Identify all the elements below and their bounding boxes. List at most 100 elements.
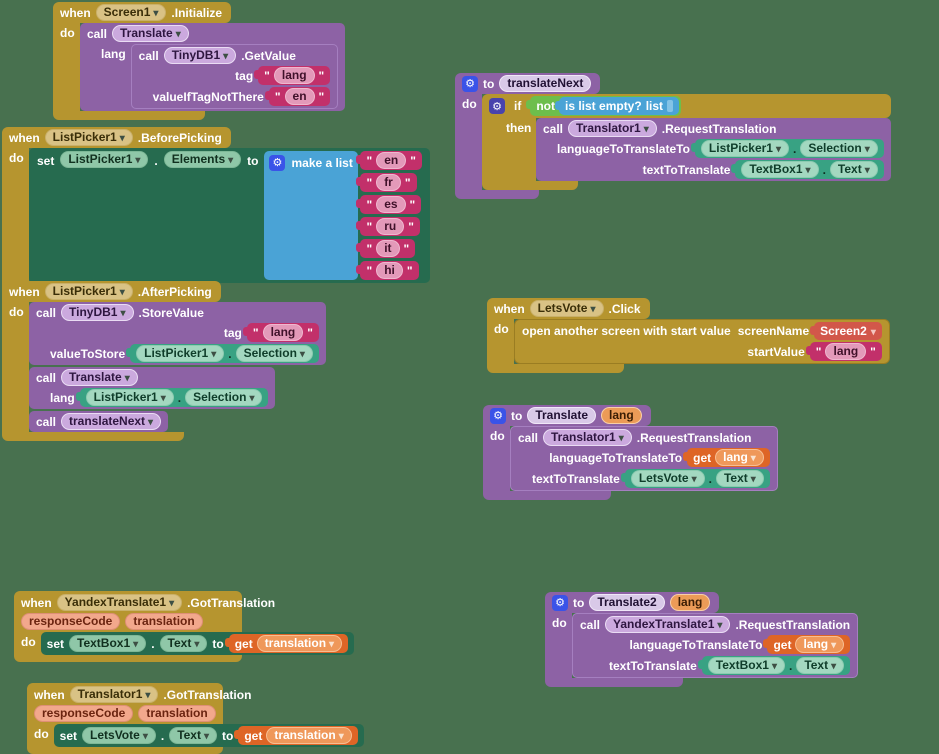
property-dropdown[interactable]: Selection <box>235 345 313 362</box>
get-variable-block[interactable]: get translation <box>224 634 349 653</box>
screen-dropdown-block[interactable]: Screen2 <box>810 322 882 340</box>
set-elements-block[interactable]: set ListPicker1 . Elements to make a lis… <box>29 148 430 283</box>
call-translatenext-block[interactable]: call translateNext <box>29 411 169 432</box>
parameter-chip[interactable]: translation <box>125 613 203 630</box>
property-dropdown[interactable]: Selection <box>185 389 263 406</box>
component-dropdown[interactable]: ListPicker1 <box>700 140 789 157</box>
property-getter-block[interactable]: LetsVote . Text <box>620 469 770 488</box>
variable-dropdown[interactable]: translation <box>266 727 352 744</box>
block-when-yandex-gottranslation[interactable]: when YandexTranslate1 .GotTranslation re… <box>14 591 355 662</box>
string-block[interactable]: en <box>264 87 331 106</box>
string-block[interactable]: en <box>356 151 422 170</box>
is-list-empty-block[interactable]: is list empty? list <box>554 97 680 115</box>
variable-dropdown[interactable]: lang <box>795 636 845 653</box>
component-dropdown[interactable]: TextBox1 <box>69 635 147 652</box>
event-header[interactable]: when Translator1 .GotTranslation <box>27 685 251 704</box>
property-dropdown[interactable]: Elements <box>163 151 242 168</box>
component-dropdown[interactable]: LetsVote <box>82 727 156 744</box>
parameter-chip[interactable]: lang <box>669 594 711 611</box>
component-dropdown[interactable]: Screen1 <box>95 4 167 21</box>
component-dropdown[interactable]: ListPicker1 <box>44 283 133 300</box>
component-dropdown[interactable]: TextBox1 <box>741 161 819 178</box>
call-tinydb-getvalue-block[interactable]: call TinyDB1 .GetValue tag lang valueIfT… <box>130 44 339 109</box>
component-dropdown[interactable]: Translator1 <box>69 686 159 703</box>
block-procedure-translatenext[interactable]: to translateNext do if not is list empty… <box>455 73 891 199</box>
string-block[interactable]: it <box>356 239 416 258</box>
gear-icon[interactable] <box>552 594 568 611</box>
procedure-header[interactable]: to Translate lang <box>483 405 651 426</box>
procedure-name[interactable]: translateNext <box>499 75 592 92</box>
component-dropdown[interactable]: YandexTranslate1 <box>56 594 183 611</box>
set-property-block[interactable]: set LetsVote . Text to get translation <box>53 724 364 747</box>
property-getter-block[interactable]: ListPicker1 . Selection <box>75 388 269 407</box>
event-header[interactable]: when ListPicker1 .BeforePicking <box>2 127 231 148</box>
string-block[interactable]: lang <box>242 323 319 342</box>
if-block[interactable]: if not is list empty? list then <box>482 94 891 190</box>
parameter-chip[interactable]: responseCode <box>34 705 134 722</box>
call-translate-block[interactable]: call Translate lang call TinyDB1 .GetVal… <box>80 23 346 111</box>
component-dropdown[interactable]: TextBox1 <box>707 657 785 674</box>
block-procedure-translate[interactable]: to Translate lang do call Translator1 .R… <box>483 405 778 500</box>
component-dropdown[interactable]: LetsVote <box>529 300 604 317</box>
string-block[interactable]: ru <box>356 217 420 236</box>
procedure-name[interactable]: Translate <box>527 407 597 424</box>
procedure-name[interactable]: Translate2 <box>589 594 665 611</box>
property-dropdown[interactable]: Text <box>169 727 218 744</box>
property-getter-block[interactable]: ListPicker1 . Selection <box>126 344 319 363</box>
parameter-chip[interactable]: responseCode <box>21 613 121 630</box>
call-requesttranslation-block[interactable]: call YandexTranslate1 .RequestTranslatio… <box>572 613 859 678</box>
parameter-chip[interactable]: translation <box>138 705 216 722</box>
property-getter-block[interactable]: TextBox1 . Text <box>697 656 851 675</box>
component-dropdown[interactable]: Translator1 <box>568 120 657 137</box>
procedure-header[interactable]: to Translate2 lang <box>545 592 720 613</box>
property-dropdown[interactable]: Text <box>159 635 208 652</box>
component-dropdown[interactable]: ListPicker1 <box>85 389 174 406</box>
event-header[interactable]: when LetsVote .Click <box>487 298 650 319</box>
call-tinydb-storevalue-block[interactable]: call TinyDB1 .StoreValue tag lang valueT… <box>29 302 326 365</box>
gear-icon[interactable] <box>490 407 506 424</box>
component-dropdown[interactable]: YandexTranslate1 <box>605 616 731 633</box>
call-requesttranslation-block[interactable]: call Translator1 .RequestTranslation lan… <box>536 118 891 181</box>
procedure-header[interactable]: to translateNext <box>455 73 601 94</box>
open-screen-block[interactable]: open another screen with start value scr… <box>514 319 890 364</box>
component-dropdown[interactable]: ListPicker1 <box>60 151 149 168</box>
event-header[interactable]: when YandexTranslate1 .GotTranslation <box>14 593 275 612</box>
procedure-dropdown[interactable]: Translate <box>61 369 138 386</box>
procedure-dropdown[interactable]: translateNext <box>61 413 162 430</box>
component-dropdown[interactable]: TinyDB1 <box>61 304 134 321</box>
string-block[interactable]: lang <box>805 342 882 361</box>
string-block[interactable]: hi <box>356 261 419 280</box>
property-dropdown[interactable]: Text <box>715 470 764 487</box>
block-when-translator-gottranslation[interactable]: when Translator1 .GotTranslation respons… <box>27 683 364 754</box>
gear-icon[interactable] <box>462 75 478 92</box>
parameter-chip[interactable]: lang <box>601 407 642 424</box>
block-when-screen1-initialize[interactable]: when Screen1 .Initialize do call Transla… <box>53 2 346 120</box>
variable-dropdown[interactable]: lang <box>715 449 764 466</box>
call-translate-block[interactable]: call Translate lang ListPicker1 . Select… <box>29 367 276 409</box>
component-dropdown[interactable]: ListPicker1 <box>136 345 225 362</box>
gear-icon[interactable] <box>489 98 505 114</box>
component-dropdown[interactable]: Translator1 <box>543 429 632 446</box>
string-block[interactable]: es <box>356 195 422 214</box>
property-dropdown[interactable]: Text <box>829 161 878 178</box>
get-variable-block[interactable]: get translation <box>234 726 358 745</box>
not-block[interactable]: not is list empty? list <box>526 96 682 116</box>
string-block[interactable]: lang <box>254 66 331 85</box>
block-when-listpicker-afterpicking[interactable]: when ListPicker1 .AfterPicking do call T… <box>2 281 326 441</box>
component-dropdown[interactable]: ListPicker1 <box>44 129 133 146</box>
property-getter-block[interactable]: ListPicker1 . Selection <box>690 139 884 158</box>
property-getter-block[interactable]: TextBox1 . Text <box>731 160 884 179</box>
variable-dropdown[interactable]: translation <box>256 635 343 652</box>
component-dropdown[interactable]: LetsVote <box>630 470 705 487</box>
gear-icon[interactable] <box>269 154 286 171</box>
block-when-listpicker-beforepicking[interactable]: when ListPicker1 .BeforePicking do set L… <box>2 127 430 292</box>
property-dropdown[interactable]: Text <box>796 657 845 674</box>
component-dropdown[interactable]: TinyDB1 <box>163 47 237 64</box>
block-when-letsvote-click[interactable]: when LetsVote .Click do open another scr… <box>487 298 890 373</box>
event-header[interactable]: when Screen1 .Initialize <box>53 2 232 23</box>
block-procedure-translate2[interactable]: to Translate2 lang do call YandexTransla… <box>545 592 859 687</box>
property-dropdown[interactable]: Selection <box>800 140 878 157</box>
get-variable-block[interactable]: get lang <box>683 448 770 467</box>
event-header[interactable]: when ListPicker1 .AfterPicking <box>2 281 221 302</box>
get-variable-block[interactable]: get lang <box>763 635 851 654</box>
